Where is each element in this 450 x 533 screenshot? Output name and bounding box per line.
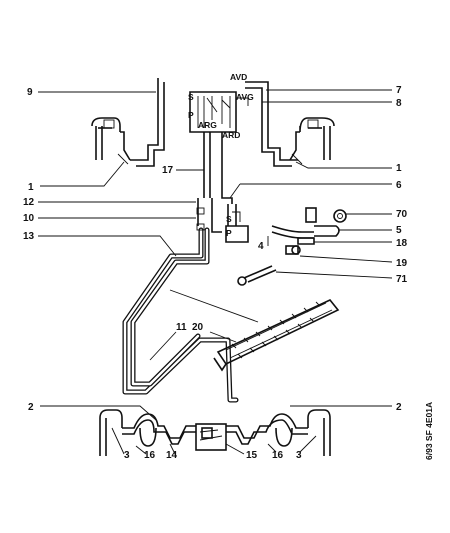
callout-9: 9 bbox=[27, 87, 33, 98]
rear-axle-pipe-assembly bbox=[99, 409, 331, 456]
right-side-small-parts bbox=[237, 207, 347, 286]
callout-7: 7 bbox=[396, 85, 402, 96]
callout-3-right: 3 bbox=[296, 450, 302, 461]
callout-19: 19 bbox=[396, 258, 408, 269]
callout-4: 4 bbox=[258, 241, 264, 252]
upper-brake-lines bbox=[130, 78, 298, 243]
valve-label-ard: ARD bbox=[222, 130, 240, 140]
callout-18: 18 bbox=[396, 238, 408, 249]
callout-14: 14 bbox=[166, 450, 178, 461]
callout-1-left: 1 bbox=[28, 182, 34, 193]
callout-71: 71 bbox=[396, 274, 408, 285]
right-front-pipe-assembly bbox=[289, 117, 335, 165]
callout-70: 70 bbox=[396, 209, 408, 220]
callout-17: 17 bbox=[162, 165, 174, 176]
callout-20: 20 bbox=[192, 322, 204, 333]
callout-1-right: 1 bbox=[396, 163, 402, 174]
main-rear-brake-pipe bbox=[122, 207, 239, 403]
valve-label-p-bottom: P bbox=[226, 228, 232, 238]
callout-16-right: 16 bbox=[272, 450, 284, 461]
callout-2-right: 2 bbox=[396, 402, 402, 413]
callout-5: 5 bbox=[396, 225, 402, 236]
callout-11: 11 bbox=[176, 322, 187, 333]
left-front-pipe-assembly bbox=[91, 117, 131, 165]
callout-10: 10 bbox=[23, 213, 35, 224]
callout-numbers: 9 7 8 1 1 17 6 12 10 13 70 5 4 18 19 71 … bbox=[23, 85, 408, 461]
valve-label-arg: ARG bbox=[198, 120, 217, 130]
callout-8: 8 bbox=[396, 98, 402, 109]
callout-3-left: 3 bbox=[124, 450, 130, 461]
valve-labels: AVD AVG S P ARG ARD S P bbox=[188, 72, 254, 238]
valve-label-avg: AVG bbox=[236, 92, 254, 102]
callout-15: 15 bbox=[246, 450, 258, 461]
callout-16-left: 16 bbox=[144, 450, 156, 461]
callout-leaders bbox=[38, 89, 393, 457]
valve-label-avd: AVD bbox=[230, 72, 247, 82]
valve-label-p-top: P bbox=[188, 110, 194, 120]
valve-label-s-top: S bbox=[188, 92, 194, 102]
callout-6: 6 bbox=[396, 180, 402, 191]
pipe-clip-rail bbox=[213, 299, 340, 372]
callout-12: 12 bbox=[23, 197, 35, 208]
callout-13: 13 bbox=[23, 231, 35, 242]
valve-label-s-bottom: S bbox=[226, 214, 232, 224]
callout-2-left: 2 bbox=[28, 402, 34, 413]
reference-code: 6/93 SF 4E01A bbox=[424, 402, 434, 460]
